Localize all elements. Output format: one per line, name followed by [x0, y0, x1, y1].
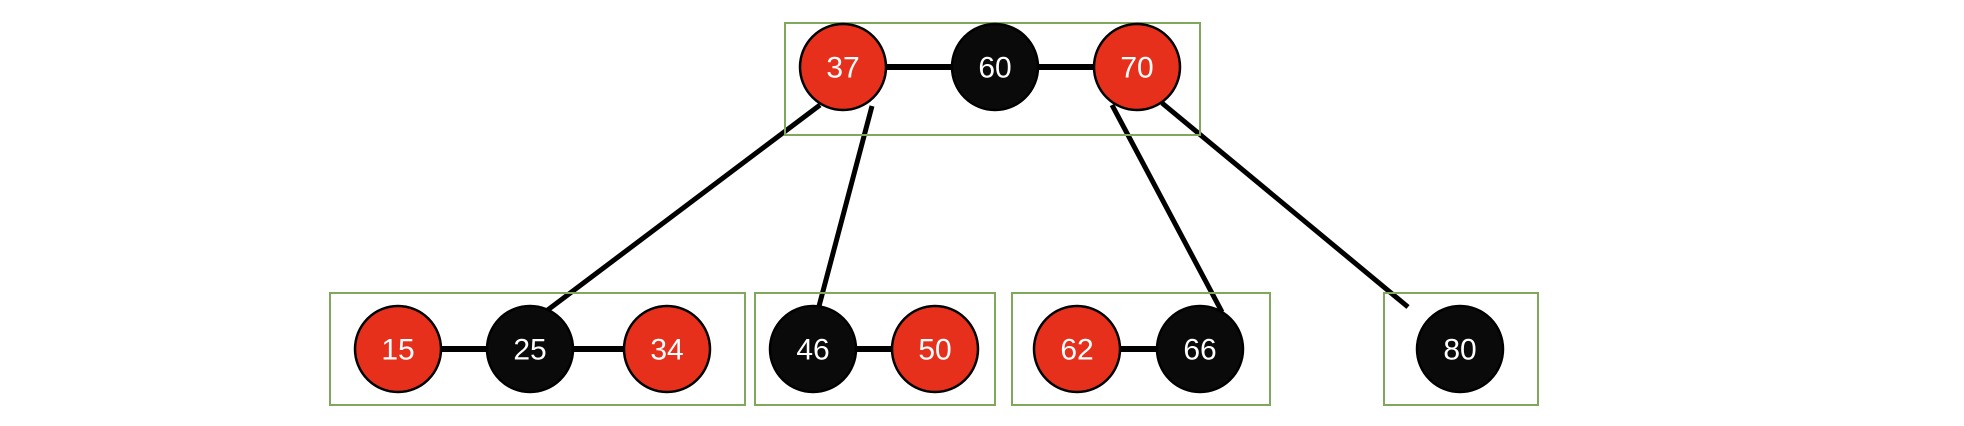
node-circle-66[interactable]	[1155, 304, 1245, 394]
node-circle-15[interactable]	[353, 304, 443, 394]
tree-node-60[interactable]: 60	[950, 22, 1040, 112]
tree-node-34[interactable]: 34	[622, 304, 712, 394]
tree-node-66[interactable]: 66	[1155, 304, 1245, 394]
group-box-leaf-group-2	[754, 292, 996, 406]
node-circle-60[interactable]	[950, 22, 1040, 112]
node-circle-46[interactable]	[768, 304, 858, 394]
node-circle-37[interactable]	[798, 22, 888, 112]
node-circle-34[interactable]	[622, 304, 712, 394]
tree-node-70[interactable]: 70	[1092, 22, 1182, 112]
group-box-leaf-group-1	[329, 292, 746, 406]
tree-edges-layer	[543, 101, 1410, 314]
node-circle-25[interactable]	[485, 304, 575, 394]
tree-node-80[interactable]: 80	[1415, 304, 1505, 394]
group-boxes-layer	[329, 22, 1539, 406]
tree-node-50[interactable]: 50	[890, 304, 980, 394]
tree-edge-n37-to-n46	[815, 105, 875, 311]
tree-edge-n70-to-n80	[1160, 101, 1410, 309]
node-circle-62[interactable]	[1032, 304, 1122, 394]
tree-edge-n70-to-n66	[1109, 103, 1225, 314]
tree-node-25[interactable]: 25	[485, 304, 575, 394]
tree-node-62[interactable]: 62	[1032, 304, 1122, 394]
tree-node-37[interactable]: 37	[798, 22, 888, 112]
tree-edge-n37-to-n25	[543, 103, 822, 314]
group-box-leaf-group-4	[1383, 292, 1539, 406]
tree-nodes-layer: 37 60 70 15 25 34 46 50 62 66 80	[353, 22, 1505, 394]
tree-node-46[interactable]: 46	[768, 304, 858, 394]
node-circle-50[interactable]	[890, 304, 980, 394]
group-box-leaf-group-3	[1011, 292, 1271, 406]
node-circle-80[interactable]	[1415, 304, 1505, 394]
sibling-links-layer	[439, 64, 1159, 352]
tree-node-15[interactable]: 15	[353, 304, 443, 394]
node-circle-70[interactable]	[1092, 22, 1182, 112]
